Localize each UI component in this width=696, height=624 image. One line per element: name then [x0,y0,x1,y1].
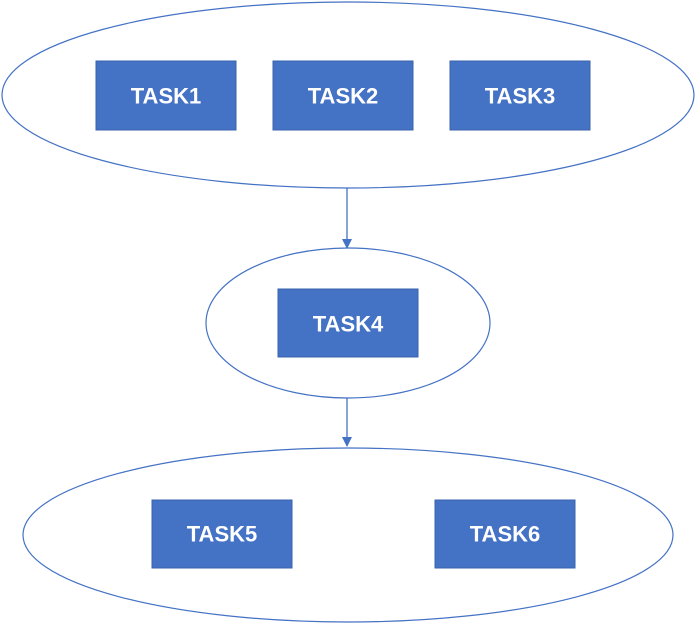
task-node-6[interactable]: TASK6 [434,499,576,569]
task-box [95,60,237,131]
task-box [272,60,414,131]
task-box [151,499,293,569]
task-label: TASK2 [308,84,379,109]
task-node-1[interactable]: TASK1 [95,60,237,131]
task-node-5[interactable]: TASK5 [151,499,293,569]
task-node-3[interactable]: TASK3 [449,60,591,131]
task-label: TASK1 [131,84,202,109]
task-label: TASK3 [485,84,556,109]
task-box [277,288,419,358]
task-group-1: TASK1 TASK2 TASK3 [1,1,695,189]
task-node-2[interactable]: TASK2 [272,60,414,131]
task-box [449,60,591,131]
task-box [434,499,576,569]
task-node-4[interactable]: TASK4 [277,288,419,358]
task-label: TASK6 [470,522,541,547]
task-group-3: TASK5 TASK6 [22,447,674,623]
group-ellipse-3 [22,447,674,623]
task-group-2: TASK4 [205,247,491,399]
task-label: TASK4 [313,312,384,337]
task-label: TASK5 [187,522,258,547]
